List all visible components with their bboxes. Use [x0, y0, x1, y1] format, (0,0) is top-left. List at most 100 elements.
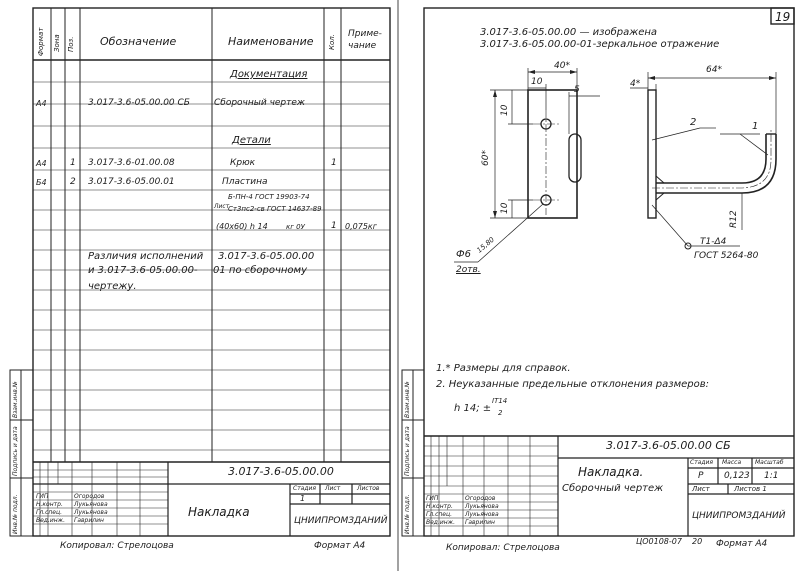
right-stamp-title-1: Накладка.: [578, 465, 644, 479]
right-stamp-scale: Масштаб: [755, 459, 784, 466]
note-2: 2. Неуказанные предельные отклонения раз…: [436, 379, 710, 390]
left-stamp-sheets: Листов: [357, 485, 380, 492]
right-stamp-code: 3.017-3.6-05.00.00 СБ: [606, 439, 731, 452]
right-stamp-org: ЦНИИПРОМЗДАНИЙ: [692, 511, 786, 521]
row3-name: Пластина: [222, 177, 268, 187]
right-name-3: Лукьянова: [465, 511, 499, 518]
left-role-3: Гл.спец.: [36, 509, 62, 516]
header-note-2: чание: [348, 41, 377, 51]
right-role-2: Н.контр.: [426, 503, 453, 510]
left-stamp-lines: [33, 461, 390, 536]
left-side-label-3: Взам.инв.№: [12, 381, 19, 418]
section-documentation: Документация: [230, 69, 308, 80]
left-stamp-org: ЦНИИПРОМЗДАНИЙ: [294, 516, 388, 526]
plate-qty: 1: [331, 221, 337, 231]
note-top-1: 3.017-3.6-05.00.00 — изображена: [480, 27, 658, 38]
right-archive-sheet: 20: [692, 537, 703, 546]
header-name: Наименование: [228, 35, 314, 48]
left-stamp-title: Накладка: [188, 505, 250, 519]
left-name-2: Лукьянова: [74, 501, 108, 508]
left-role-1: ГИП: [36, 493, 49, 500]
hole-diameter: Ф6: [456, 249, 471, 260]
row2-designation: 3.017-3.6-01.00.08: [88, 158, 175, 168]
row1-format: А4: [36, 99, 47, 108]
dim-60: 60*: [481, 150, 491, 166]
right-stamp-sheet: Лист: [692, 485, 710, 493]
row2-format: А4: [36, 159, 47, 168]
left-stamp-sheet: Лист: [325, 485, 341, 492]
right-role-4: Вед.инж.: [426, 519, 455, 526]
diff-line3: чертежу.: [88, 281, 137, 292]
dim-40: 40*: [554, 61, 570, 71]
header-zone: Зона: [53, 34, 61, 52]
row3-pos: 2: [70, 177, 76, 187]
side-view: [630, 72, 777, 250]
left-stamp-stage: Стадия: [293, 485, 317, 492]
weld-standard: ГОСТ 5264-80: [694, 251, 759, 261]
right-frame: [423, 7, 795, 537]
dim-64: 64*: [706, 65, 722, 75]
row3-designation: 3.017-3.6-05.00.01: [88, 177, 175, 187]
right-stamp-mass-val: 0,123: [724, 471, 750, 481]
right-side-strip: [401, 369, 425, 537]
right-format: Формат А4: [716, 539, 768, 549]
diff-line1-a: Различия исполнений: [88, 251, 204, 262]
dim-4: 4*: [630, 79, 641, 89]
plate-weight-label: кг 0У: [286, 223, 305, 231]
diff-line2-b: 01 по сборочному: [213, 265, 308, 276]
header-designation: Обозначение: [100, 35, 177, 48]
right-role-3: Гл.спец.: [426, 511, 452, 518]
right-stamp-stage: Стадия: [690, 459, 714, 466]
dim-10-v2: 10: [500, 202, 510, 214]
row2-qty: 1: [331, 158, 337, 168]
plate-spec-2: Ст3пс2-св ГОСТ 14637-89: [228, 205, 322, 213]
row1-name: Сборочный чертеж: [214, 98, 306, 108]
hole-count: 2отв.: [456, 265, 481, 275]
note-1: 1.* Размеры для справок.: [436, 363, 571, 374]
header-position: Поз.: [67, 36, 75, 53]
left-role-4: Вед.инж.: [36, 517, 65, 524]
note-top-2: 3.017-3.6-05.00.00-01-зеркальное отражен…: [480, 39, 720, 50]
right-role-1: ГИП: [426, 495, 439, 502]
note-3: h 14; ±: [454, 403, 492, 414]
left-copied: Копировал: Стрелоцова: [60, 541, 174, 551]
left-name-3: Лукьянова: [74, 509, 108, 516]
left-stamp-sheet-val: 1: [300, 494, 306, 503]
left-format: Формат А4: [314, 541, 366, 551]
right-name-2: Лукьянова: [465, 503, 499, 510]
right-side-label-2: Подпись и дата: [404, 426, 411, 476]
right-copied: Копировал: Стрелоцова: [446, 543, 560, 553]
header-qty: Кол.: [328, 34, 336, 50]
row2-pos: 1: [70, 158, 76, 168]
dim-r12: R12: [729, 210, 739, 228]
left-name-4: Гаврилин: [74, 517, 104, 524]
diff-line1-b: 3.017-3.6-05.00.00: [218, 251, 315, 262]
left-role-2: Н.контр.: [36, 501, 63, 508]
plate-mass: 0,075кг: [345, 222, 377, 231]
left-name-1: Огородов: [74, 493, 105, 500]
page-number: 19: [775, 10, 791, 24]
dim-10-v1: 10: [500, 104, 510, 116]
dim-10-top: 10: [531, 77, 543, 87]
right-stamp-title-2: Сборочный чертеж: [562, 483, 664, 494]
right-stamp-stage-val: Р: [698, 471, 704, 481]
diff-line2-a: и 3.017-3.6-05.00.00-: [88, 265, 198, 276]
plate-front-view: [454, 68, 600, 263]
row2-name: Крюк: [230, 158, 256, 168]
plate-spec-2-prefix: Лист: [214, 203, 230, 210]
dim-5: 5: [574, 85, 580, 95]
position-2: 2: [690, 117, 697, 128]
left-stamp-code: 3.017-3.6-05.00.00: [228, 465, 334, 478]
left-side-label-1: Инв.№ подл.: [12, 494, 19, 535]
page-number-box: [770, 7, 795, 25]
right-stamp-scale-val: 1:1: [764, 471, 779, 481]
position-1: 1: [752, 121, 759, 132]
right-side-label-3: Взам.инв.№: [404, 381, 411, 418]
weld-symbol: Т1-Δ4: [700, 237, 727, 247]
right-stamp-mass: Масса: [722, 459, 742, 466]
left-side-label-2: Подпись и дата: [12, 426, 19, 476]
right-side-label-1: Инв.№ подл.: [404, 494, 411, 535]
right-name-4: Гаврилин: [465, 519, 495, 526]
row3-format: Б4: [36, 178, 47, 187]
